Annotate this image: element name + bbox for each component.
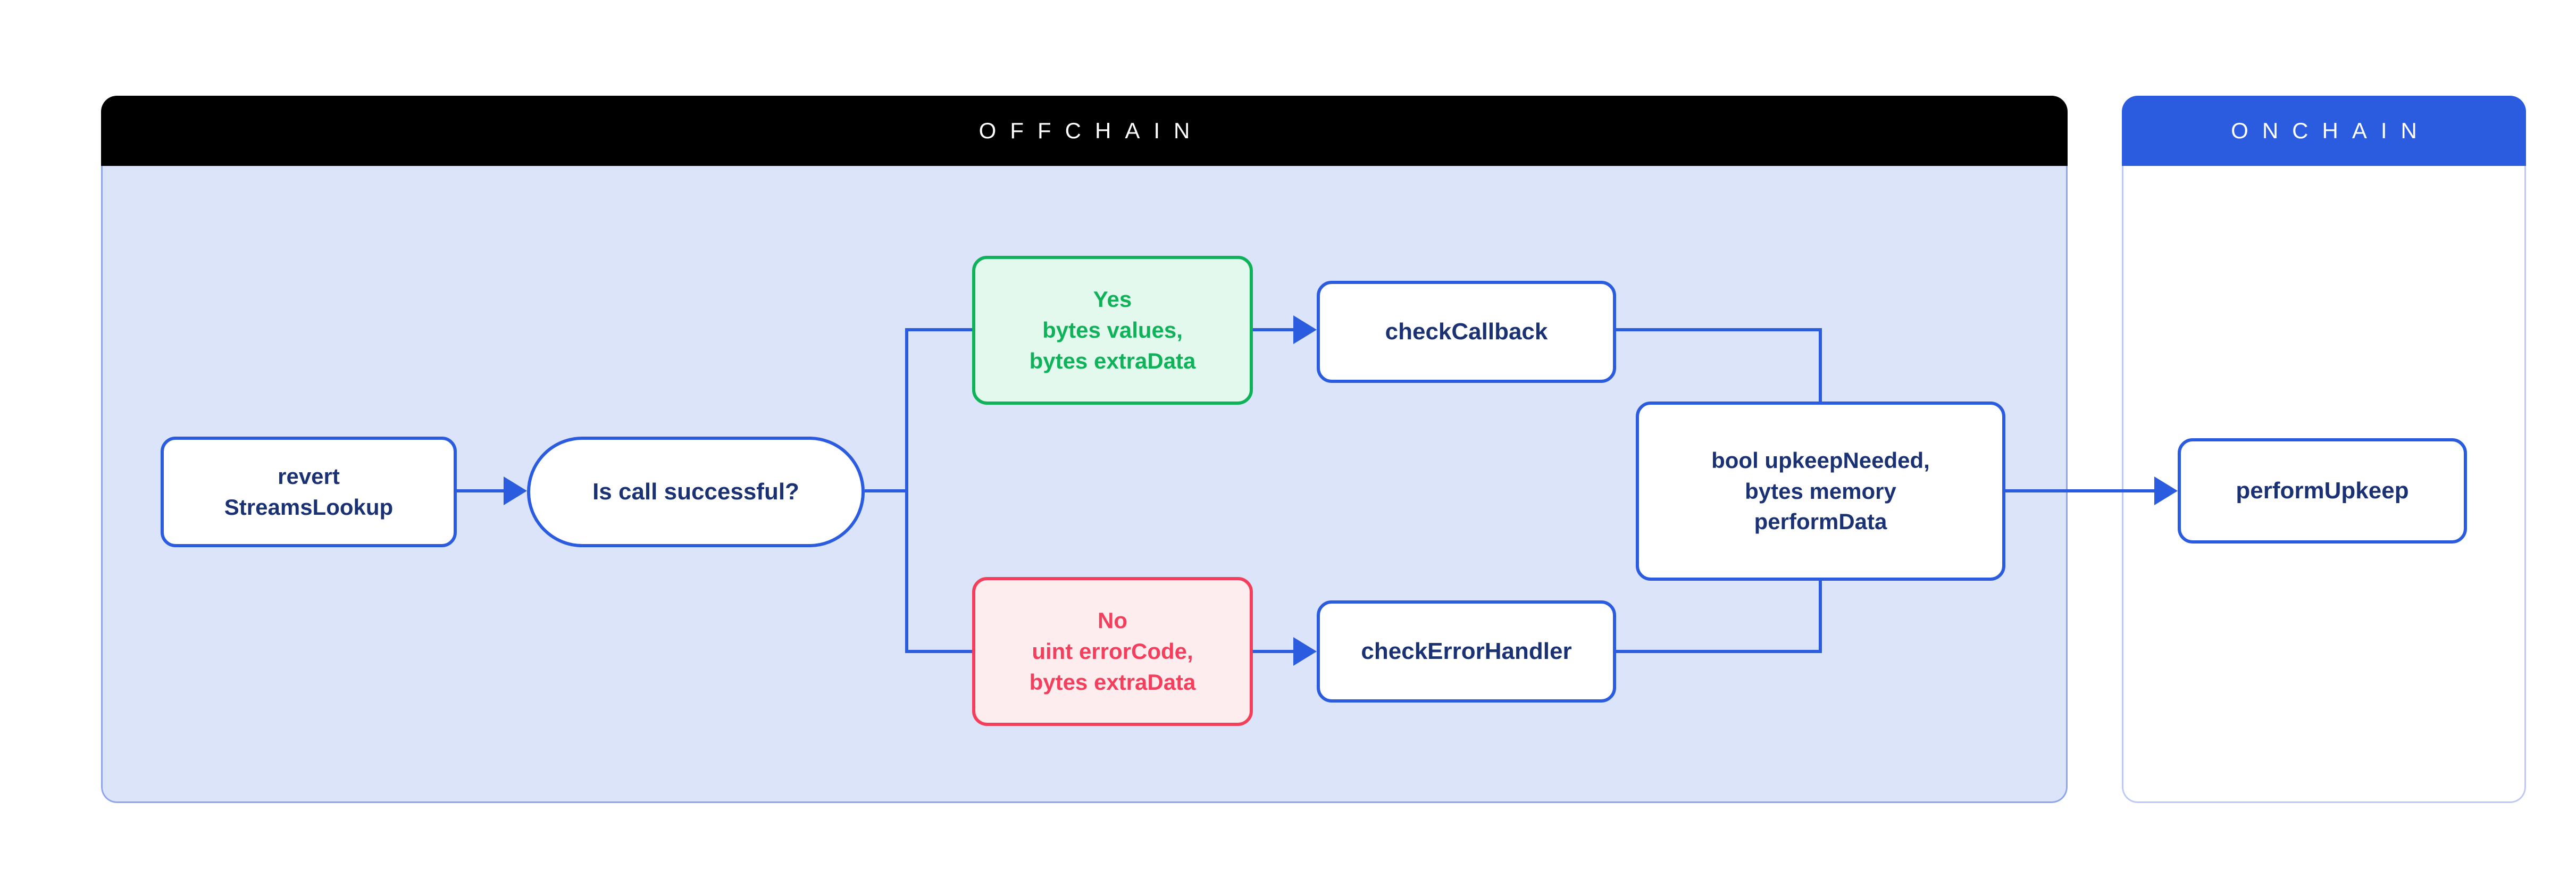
node-check-error-handler-label: checkErrorHandler	[1361, 638, 1572, 664]
connector-trunk-to-no	[905, 650, 972, 653]
node-revert-streamslookup: revert StreamsLookup	[161, 437, 457, 547]
node-no-line-3: bytes extraData	[1029, 669, 1196, 695]
node-yes-line-1: Yes	[1093, 287, 1132, 312]
node-is-call-successful: Is call successful?	[527, 437, 865, 547]
node-upkeep-line-2: bytes memory	[1745, 478, 1896, 504]
arrowhead-into-decision	[504, 477, 527, 505]
node-perform-upkeep: performUpkeep	[2178, 438, 2467, 544]
node-check-callback-label: checkCallback	[1385, 318, 1548, 345]
node-perform-upkeep-label: performUpkeep	[2236, 477, 2409, 504]
node-check-error-handler: checkErrorHandler	[1317, 600, 1616, 703]
arrowhead-into-checkcallback	[1293, 315, 1317, 344]
node-revert-line-1: revert	[278, 464, 340, 489]
node-upkeep-needed: bool upkeepNeeded, bytes memory performD…	[1636, 402, 2005, 581]
node-no-uint-errorcode: No uint errorCode, bytes extraData	[972, 577, 1253, 726]
node-revert-line-2: StreamsLookup	[224, 495, 394, 520]
node-check-callback: checkCallback	[1317, 281, 1616, 383]
arrowhead-into-performupkeep	[2154, 477, 2178, 505]
connector-branch-trunk	[905, 328, 908, 653]
node-yes-line-2: bytes values,	[1042, 317, 1183, 343]
arrowhead-into-checkerrorhandler	[1293, 637, 1317, 666]
node-decision-label: Is call successful?	[592, 478, 799, 505]
connector-yes-to-checkcallback	[1253, 328, 1294, 331]
connector-revert-to-decision	[457, 489, 506, 492]
node-no-line-2: uint errorCode,	[1032, 639, 1193, 664]
connector-no-to-checkerrorhandler	[1253, 650, 1294, 653]
connector-decision-to-trunk	[865, 489, 908, 492]
offchain-header: OFFCHAIN	[101, 96, 2068, 166]
node-yes-bytes-values: Yes bytes values, bytes extraData	[972, 256, 1253, 405]
offchain-title: OFFCHAIN	[978, 118, 1204, 143]
onchain-header: ONCHAIN	[2122, 96, 2526, 166]
connector-checkcallback-right	[1616, 328, 1822, 331]
connector-trunk-to-yes	[905, 328, 972, 331]
node-upkeep-line-3: performData	[1754, 509, 1887, 534]
onchain-title: ONCHAIN	[2231, 118, 2431, 143]
node-no-line-1: No	[1098, 608, 1127, 633]
connector-upkeepneeded-to-performupkeep	[2005, 489, 2155, 492]
node-yes-line-3: bytes extraData	[1029, 348, 1196, 373]
connector-up-into-upkeepneeded	[1819, 580, 1822, 653]
connector-checkerrorhandler-right	[1616, 650, 1822, 653]
connector-down-into-upkeepneeded	[1819, 328, 1822, 403]
node-upkeep-line-1: bool upkeepNeeded,	[1711, 447, 1930, 473]
